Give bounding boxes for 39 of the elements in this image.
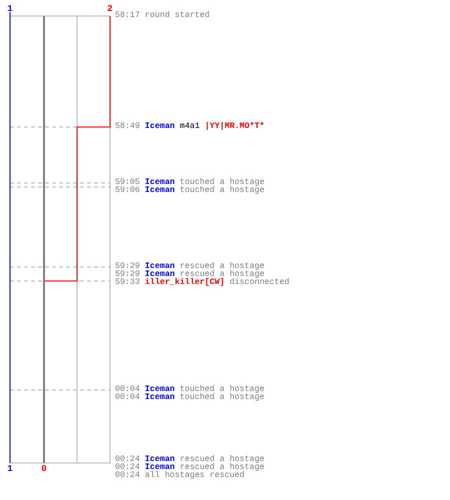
axis-number: 1 <box>7 5 13 13</box>
event-text: rescued a hostage <box>180 271 264 279</box>
timestamp: 00:24 <box>115 472 140 480</box>
timestamp: 59:29 <box>115 271 140 279</box>
event-text: touched a hostage <box>180 394 264 402</box>
timestamp: 59:33 <box>115 279 140 287</box>
player-name: Iceman <box>144 456 175 464</box>
event-text: rescued a hostage <box>180 464 264 472</box>
event-text: rescued a hostage <box>180 456 264 464</box>
event-text: touched a hostage <box>180 386 264 394</box>
axis-number: 1 <box>7 465 13 473</box>
player-name: iller_killer[CW] <box>144 279 225 287</box>
timestamp: 59:05 <box>115 179 140 187</box>
timestamp: 58:49 <box>115 123 140 131</box>
player-name: Iceman <box>144 263 175 271</box>
player-name: Iceman <box>144 464 175 472</box>
event-text: disconnected <box>230 279 290 287</box>
player-name: Iceman <box>144 187 175 195</box>
player-name: Iceman <box>144 271 175 279</box>
player-name: Iceman <box>144 123 175 131</box>
axis-number: 2 <box>107 5 113 13</box>
timestamp: 00:04 <box>115 394 140 402</box>
weapon-name: m4a1 <box>180 123 200 131</box>
event-text: touched a hostage <box>180 187 264 195</box>
event-text: all hostages rescued <box>144 472 244 480</box>
event-text: rescued a hostage <box>180 263 264 271</box>
player-name: Iceman <box>144 179 175 187</box>
timestamp: 00:24 <box>115 464 140 472</box>
event-text: touched a hostage <box>180 179 264 187</box>
timestamp: 00:24 <box>115 456 140 464</box>
player-name: Iceman <box>144 394 175 402</box>
timestamp: 59:29 <box>115 263 140 271</box>
axis-number: 0 <box>41 465 47 473</box>
timestamp: 58:17 <box>115 12 140 20</box>
event-text: round started <box>144 12 210 20</box>
player-name: |YY|MR.MO*T* <box>204 123 264 131</box>
timestamp: 59:06 <box>115 187 140 195</box>
timestamp: 00:04 <box>115 386 140 394</box>
player-name: Iceman <box>144 386 175 394</box>
